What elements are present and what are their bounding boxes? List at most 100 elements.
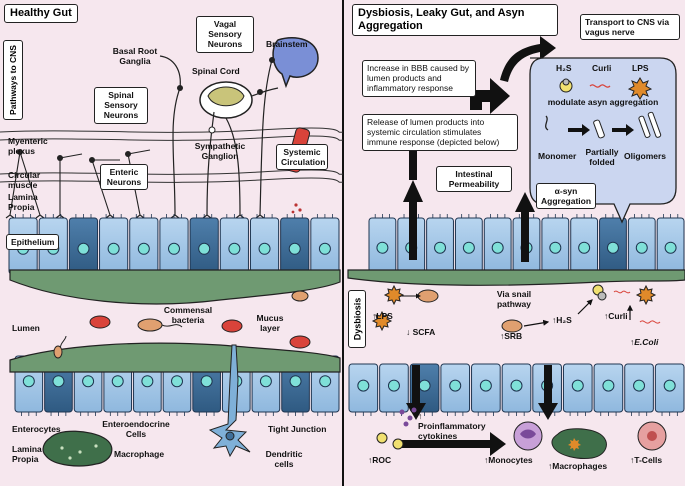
cell-nucleus: [107, 242, 120, 255]
cell-nucleus: [288, 242, 301, 255]
cell-nucleus: [510, 379, 523, 392]
pathways-to-cns-label: Pathways to CNS: [3, 40, 23, 120]
cell-nucleus: [449, 379, 462, 392]
nervous-system-pathways: [0, 37, 344, 219]
lumen-curli: ↑Curli: [604, 311, 628, 321]
circular-muscle-label: Circular muscle: [8, 170, 41, 190]
mucus-layer-right: [347, 269, 685, 286]
dendritic-cells-label: Dendritic cells: [265, 449, 303, 469]
cell-nucleus: [479, 379, 492, 392]
lumen-h2s: ↑H₂S: [552, 315, 572, 325]
release-text: Release of lumen products into systemic …: [362, 114, 518, 151]
intestinal-permeability-label: Intestinal Permeability: [436, 166, 512, 193]
macrophages-label: ↑Macrophages: [548, 461, 608, 471]
cell-nucleus: [357, 379, 370, 392]
cell-nucleus: [549, 241, 562, 254]
lumen-lps: ↑LPS: [372, 311, 393, 321]
cell-nucleus: [387, 379, 400, 392]
cell-nucleus: [111, 375, 124, 388]
bubble-monomer: Monomer: [538, 151, 577, 161]
brainstem-label: Brainstem: [266, 39, 308, 49]
cell-nucleus: [418, 379, 431, 392]
bubble-oligomers: Oligomers: [624, 151, 667, 161]
left-panel-title: Healthy Gut: [4, 4, 78, 24]
cell-nucleus: [635, 241, 648, 254]
systemic-circulation-label: Systemic Circulation: [276, 144, 328, 171]
cell-nucleus: [198, 242, 211, 255]
commensal-bacteria-label: Commensal bacteria: [163, 305, 213, 325]
cell-nucleus: [491, 241, 504, 254]
cell-nucleus: [52, 375, 65, 388]
cell-nucleus: [258, 242, 271, 255]
lumen-scfa: ↓ SCFA: [406, 327, 436, 337]
tight-junction-label: Tight Junction: [268, 424, 327, 434]
mucus-layer-top: [9, 269, 341, 305]
monocytes-label: ↑Monocytes: [484, 455, 533, 465]
dendritic-cell-icon: [208, 344, 251, 458]
macrophage-label: Macrophage: [114, 449, 165, 459]
dysbiosis-label: Dysbiosis: [348, 290, 366, 348]
mucus-layer-label: Mucus layer: [256, 313, 284, 333]
cell-nucleus: [462, 241, 475, 254]
bbb-text: Increase in BBB caused by lumen products…: [362, 60, 476, 97]
cell-nucleus: [289, 375, 302, 388]
basal-root-label: Basal Root Ganglia: [112, 46, 158, 66]
bubble-partially: Partially folded: [585, 147, 619, 167]
cell-nucleus: [376, 241, 389, 254]
cell-nucleus: [434, 241, 447, 254]
transport-cns-label: Transport to CNS via vagus nerve: [580, 14, 680, 41]
mucus-layer-bottom: [9, 342, 341, 373]
enterocytes-label: Enterocytes: [12, 424, 61, 434]
lumen-ecoli: ↑E.Coli: [630, 337, 659, 347]
cell-nucleus: [318, 242, 331, 255]
macrophage-icon-right: [551, 428, 607, 459]
cell-nucleus: [578, 241, 591, 254]
lumen-snail: Via snail pathway: [496, 289, 532, 309]
arrows-right: [403, 36, 558, 420]
vagal-sensory-label: Vagal Sensory Neurons: [196, 16, 254, 53]
enteroendocrine-label: Enteroendocrine Cells: [102, 419, 170, 439]
sympathetic-ganglion-label: Sympathetic Ganglion: [194, 141, 246, 161]
right-lumen-icons: [371, 284, 661, 333]
cell-nucleus: [663, 379, 676, 392]
enteric-neurons-label: Enteric Neurons: [100, 164, 148, 191]
right-panel-title: Dysbiosis, Leaky Gut, and Asyn Aggregati…: [352, 4, 558, 37]
commensal-bacteria-icon: [53, 290, 311, 359]
proinflammatory-label: ↑ Proinflammatory cytokines: [418, 411, 486, 441]
cell-nucleus: [606, 241, 619, 254]
bubble-icons: [545, 77, 662, 139]
tcells-label: ↑T-Cells: [630, 455, 663, 465]
cell-nucleus: [77, 242, 90, 255]
cell-nucleus: [633, 379, 646, 392]
lamina-propia-top-label: Lamina Propia: [8, 192, 38, 212]
cell-nucleus: [137, 242, 150, 255]
cell-nucleus: [200, 375, 213, 388]
cell-nucleus: [171, 375, 183, 388]
asyn-aggregation-label: α-syn Aggregation: [536, 183, 596, 210]
bubble-curli: Curli: [592, 63, 612, 73]
cell-nucleus: [259, 375, 272, 388]
bubble-modulate: modulate asyn aggregation: [547, 97, 659, 107]
cell-nucleus: [82, 375, 95, 388]
roc-label: ↑ROC: [368, 455, 392, 465]
bubble-lps: LPS: [632, 63, 649, 73]
cell-nucleus: [664, 241, 677, 254]
cell-nucleus: [141, 375, 154, 388]
cell-nucleus: [168, 242, 180, 255]
cell-nucleus: [602, 379, 615, 392]
macrophage-icon: [42, 430, 113, 467]
myenteric-label: Myenteric plexus: [8, 136, 48, 156]
epithelium-label: Epithelium: [6, 234, 60, 251]
cell-nucleus: [22, 375, 35, 388]
bubble-h2s: H₂S: [556, 63, 572, 73]
cell-nucleus: [319, 375, 332, 388]
cell-nucleus: [228, 242, 241, 255]
lamina-propia-bottom-label: Lamina Propia: [12, 444, 42, 464]
right-immune-icons: [376, 407, 667, 459]
spinal-cord-label: Spinal Cord: [192, 66, 240, 76]
lumen-label: Lumen: [12, 323, 40, 333]
lumen-srb: ↑SRB: [500, 331, 523, 341]
cell-nucleus: [571, 379, 584, 392]
